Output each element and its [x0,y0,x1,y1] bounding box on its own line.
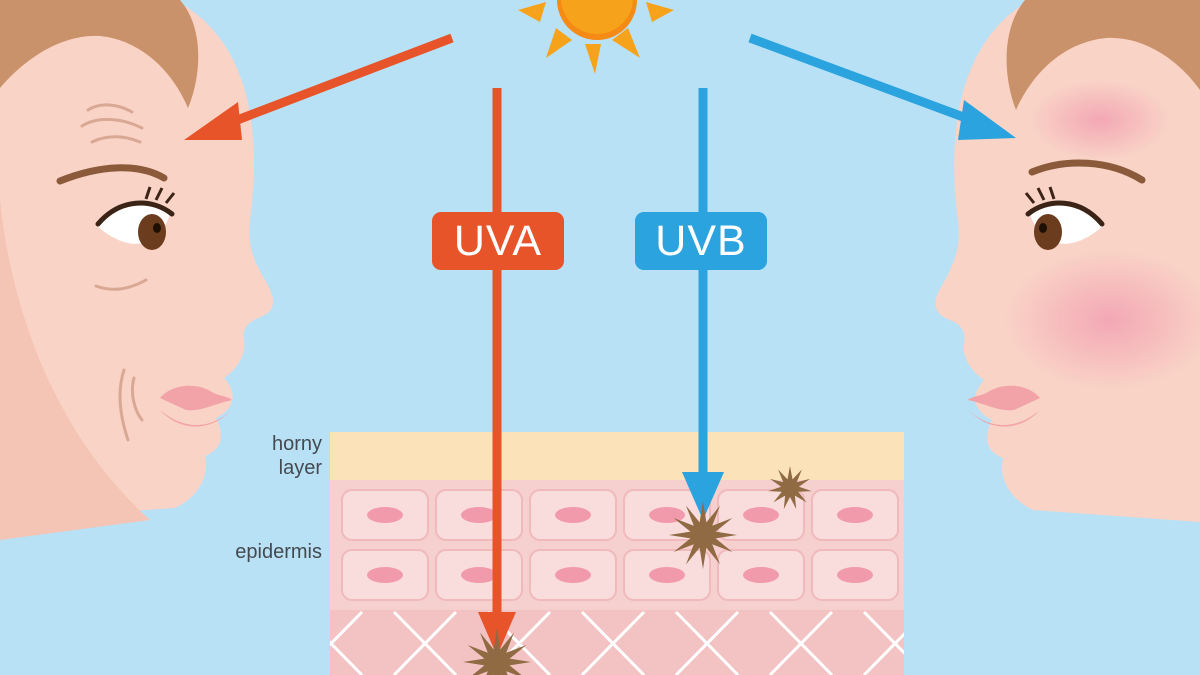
uva-label: UVA [432,212,564,270]
cell-nucleus [461,567,497,583]
wrinkle-lines [80,103,148,442]
sun-icon [518,0,674,74]
damage-starburst-icon [463,628,531,675]
sunburned-eyebrow [1028,159,1146,184]
cell-nucleus [837,567,873,583]
cell-nucleus [743,507,779,523]
aged-eyebrow [56,164,168,185]
sunburned-lips [968,385,1040,411]
dermis-layer [330,610,904,675]
horny-layer-label-line1: horny [271,433,322,455]
cell-nucleus [743,567,779,583]
cell-nucleus [367,567,403,583]
horny-layer-label: horny layer [210,432,322,480]
uva-arrow-to-face [230,33,454,127]
damage-marks [463,466,812,675]
epidermis-label: epidermis [235,541,322,563]
cell-nucleus [461,507,497,523]
aged-face-hair [0,0,199,108]
epidermis-cells [341,489,899,601]
damage-starburst-icon [669,501,737,569]
uvb-arrows [682,33,1016,520]
cell-nucleus [555,567,591,583]
horny-layer [330,432,904,480]
forehead-redness [1030,80,1170,160]
skin-cross-section [330,432,904,675]
sunburned-face-hair [1006,0,1200,110]
aged-lips [160,385,232,411]
damage-starburst-icon [768,466,812,510]
cell-nucleus [367,507,403,523]
cell-nucleus [837,507,873,523]
uvb-label: UVB [635,212,767,270]
cell-nucleus [555,507,591,523]
horny-layer-label-line2: layer [278,457,322,479]
uvb-arrow-to-face [748,33,968,123]
cell-nucleus [649,567,685,583]
cheek-redness [1005,250,1200,390]
